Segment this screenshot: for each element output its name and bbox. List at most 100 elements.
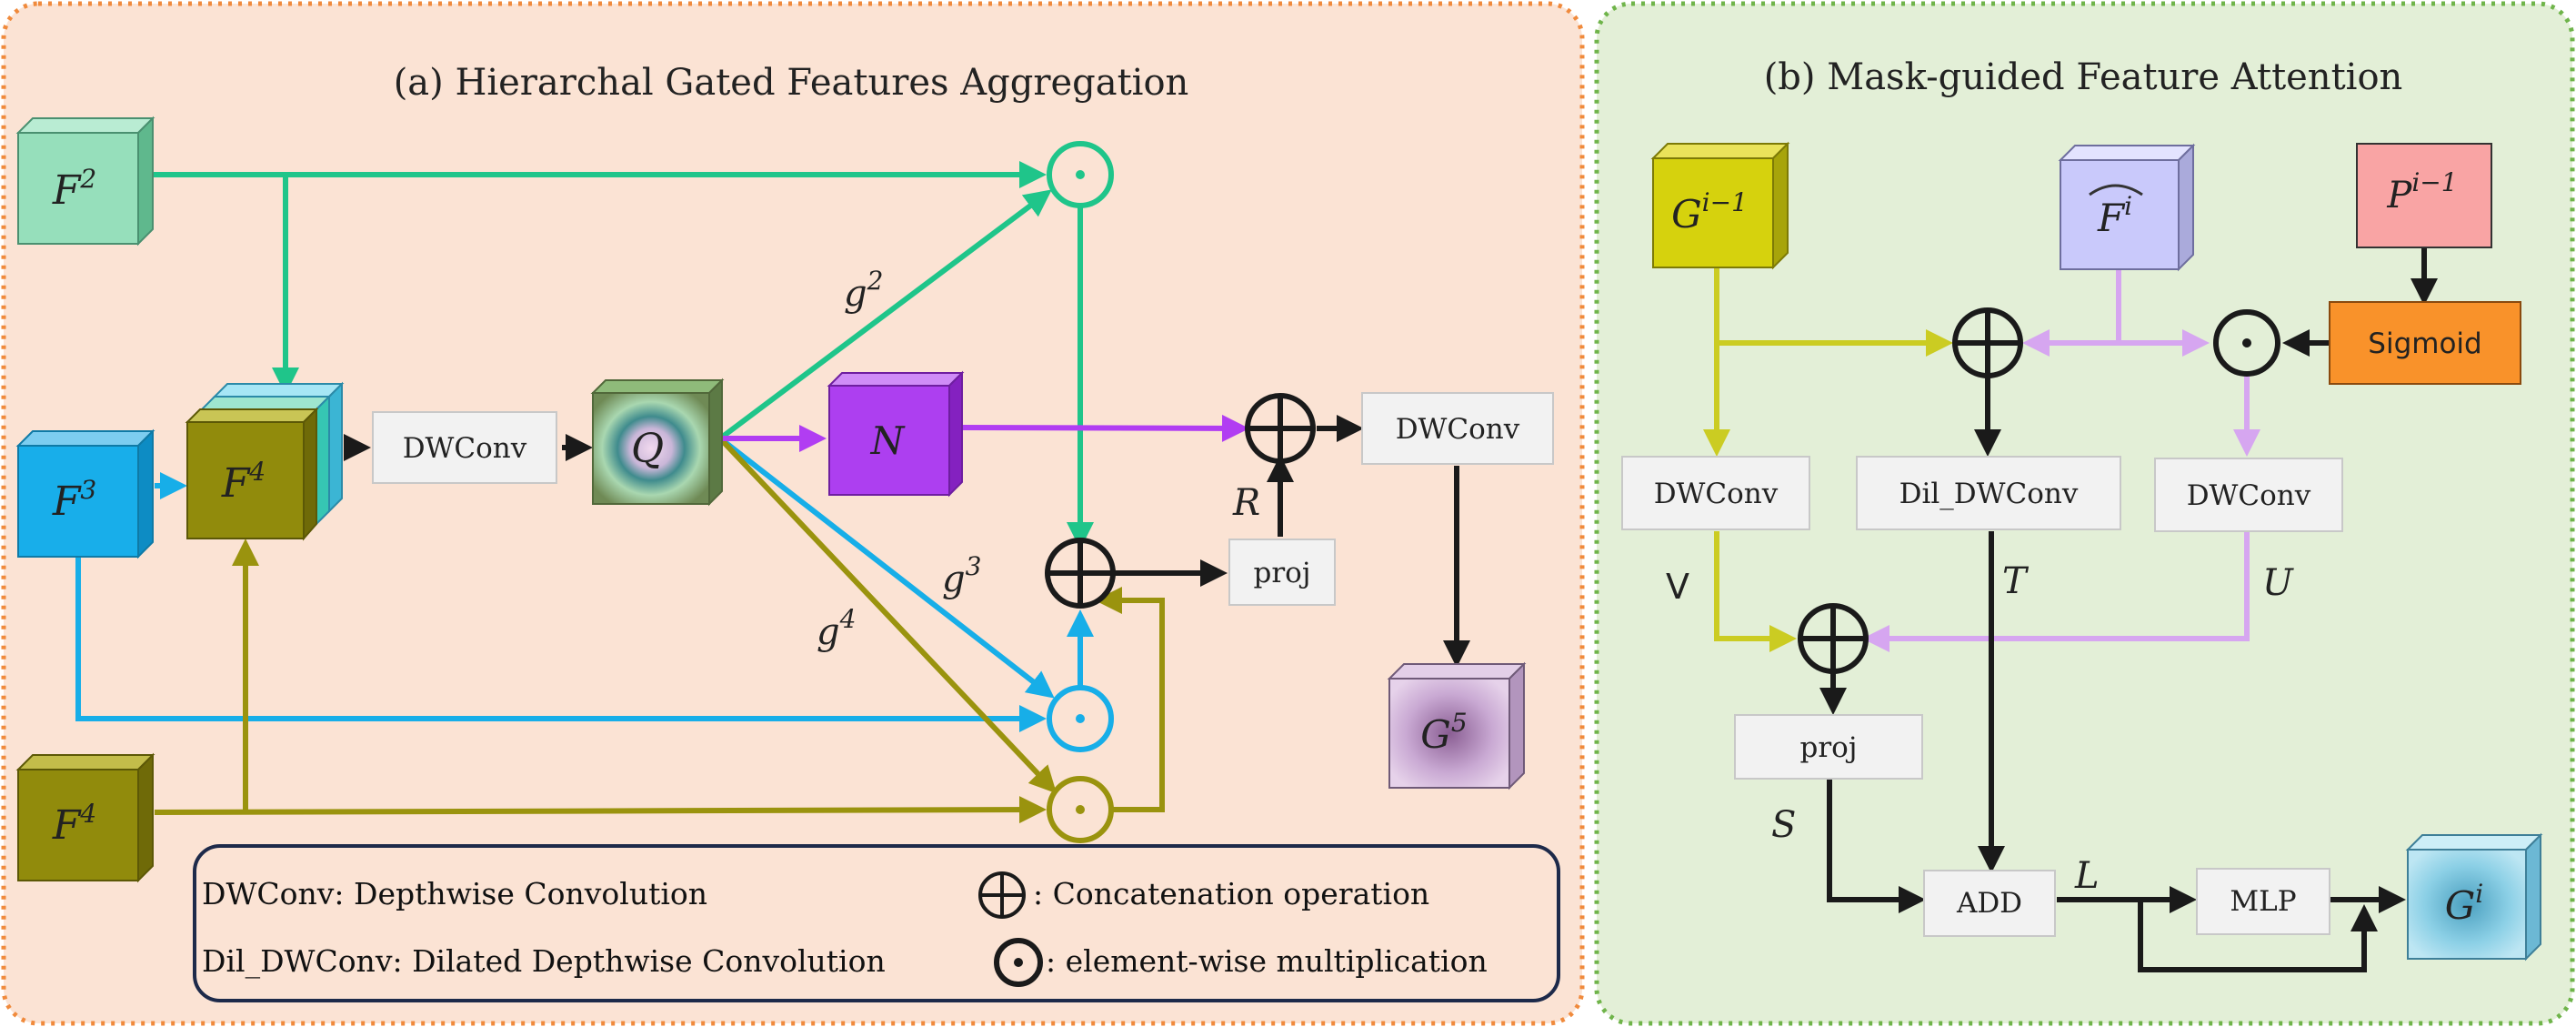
panel-b-title: (b) Mask-guided Feature Attention [1764, 56, 2403, 98]
dwconv-box-b-right-label: DWConv [2187, 479, 2311, 512]
svg-text:g3: g3 [942, 551, 981, 600]
mult-op-b [2213, 309, 2280, 377]
legend-dil-dwconv: Dil_DWConv: Dilated Depthwise Convolutio… [202, 943, 886, 980]
dwconv-box-b-left-label: DWConv [1654, 478, 1779, 510]
hat-accent-icon [2089, 184, 2143, 196]
dwconv-box-2-label: DWConv [1396, 413, 1520, 446]
concat-op-b-low [1798, 603, 1869, 674]
f2-label: F [52, 167, 82, 214]
g5-label: G [1420, 712, 1451, 757]
p-prev-sup: i−1 [2411, 167, 2457, 197]
svg-text:G5: G5 [1420, 708, 1467, 757]
g3-edge-sup: 3 [966, 551, 982, 581]
g3-edge-label: g [942, 559, 966, 600]
t-edge-label: T [2002, 560, 2030, 602]
black-paths-a [344, 415, 1470, 668]
f3-sup: 3 [80, 475, 96, 505]
v-edge-label: V [1666, 567, 1689, 607]
legend-mult-text: : element-wise multiplication [1046, 943, 1488, 979]
g4-edge-label: g [817, 611, 840, 653]
panel-a-title: (a) Hierarchal Gated Features Aggregatio… [394, 62, 1189, 104]
blue-path-f3 [75, 436, 1094, 732]
g4-edge-sup: 4 [839, 604, 857, 634]
svg-text:Pi−1: Pi−1 [2386, 167, 2457, 216]
olive-path-f4 [154, 436, 1165, 824]
legend-box: DWConv: Depthwise Convolution Dil_DWConv… [193, 844, 1560, 1002]
r-edge-label: R [1232, 482, 1260, 524]
mlp-label: MLP [2230, 885, 2296, 918]
svg-text:Fi: Fi [2097, 191, 2132, 240]
svg-text:F4: F4 [52, 799, 96, 849]
g-prev-sup: i−1 [1702, 187, 1748, 217]
g2-edge-label: g [844, 273, 867, 315]
f4-sup: 4 [79, 799, 96, 829]
f2-cube: F2 [15, 116, 155, 247]
yellow-path-g-prev [1703, 267, 1953, 652]
f3-label: F [52, 478, 82, 525]
dwconv-box-b-right: DWConv [2154, 458, 2343, 532]
concat-op-mid [1045, 538, 1116, 609]
mult-op-green [1047, 141, 1114, 208]
add-label: ADD [1956, 887, 2022, 920]
g5-cube: G5 [1387, 661, 1527, 790]
n-cube: N [827, 370, 965, 498]
g5-sup: 5 [1451, 708, 1468, 738]
svg-text:g2: g2 [844, 266, 883, 315]
proj-box-a: proj [1228, 539, 1336, 606]
q-label: Q [631, 426, 664, 472]
p-prev-label: P [2386, 175, 2412, 216]
concat-op-b-top [1952, 307, 2023, 378]
dwconv-box-1-label: DWConv [403, 432, 527, 465]
legend-dwconv: DWConv: Depthwise Convolution [202, 876, 707, 911]
svg-text:g4: g4 [817, 604, 856, 653]
dwconv-box-1: DWConv [372, 411, 557, 484]
svg-text:Gi: Gi [2445, 879, 2484, 928]
svg-text:F2: F2 [52, 164, 96, 214]
proj-box-a-label: proj [1254, 557, 1311, 589]
mult-op-olive [1047, 776, 1114, 843]
proj-box-b: proj [1734, 714, 1923, 780]
g2-edge-sup: 2 [867, 266, 884, 296]
g-out-sup: i [2475, 879, 2483, 909]
f4-label: F [52, 802, 82, 849]
sigmoid-box: Sigmoid [2329, 301, 2521, 385]
mlp-box: MLP [2196, 868, 2330, 935]
mult-op-blue [1047, 685, 1114, 752]
legend-concat-icon [978, 871, 1026, 919]
g-out-label: G [2445, 883, 2476, 928]
s-edge-label: S [1771, 804, 1796, 846]
u-edge-label: U [2262, 562, 2294, 604]
dwconv-box-2: DWConv [1361, 392, 1554, 465]
dwconv-box-b-left: DWConv [1621, 456, 1810, 530]
f4-stack-label: F [221, 460, 251, 507]
f4-stack-sup: 4 [248, 457, 266, 487]
f4-cube: F4 [15, 752, 155, 883]
dil-dwconv-box: Dil_DWConv [1856, 456, 2121, 530]
l-edge-label: L [2074, 855, 2100, 897]
dil-dwconv-label: Dil_DWConv [1899, 478, 2079, 510]
legend-mult-icon [994, 938, 1043, 987]
sigmoid-label: Sigmoid [2368, 327, 2481, 360]
g-prev-cube: Gi−1 [1650, 141, 1790, 270]
f2-sup: 2 [79, 164, 96, 194]
f-hat-cube: Fi [2058, 143, 2196, 272]
add-box: ADD [1923, 870, 2056, 937]
svg-text:F3: F3 [52, 475, 96, 525]
f4-stack-cube: F4 [185, 381, 345, 541]
svg-text:F4: F4 [221, 457, 266, 507]
f-hat-label: F [2097, 196, 2126, 240]
green-path-f2 [153, 161, 1094, 549]
n-label: N [870, 418, 906, 463]
proj-box-b-label: proj [1800, 731, 1858, 764]
black-paths-b [1819, 247, 2438, 972]
f3-cube: F3 [15, 428, 155, 559]
g-out-cube: Gi [2405, 832, 2543, 962]
g-prev-label: G [1671, 192, 1702, 237]
p-prev-box: Pi−1 [2356, 143, 2492, 248]
f-hat-sup: i [2124, 191, 2132, 221]
concat-op-top [1245, 393, 1316, 464]
q-cube: Q [590, 378, 725, 507]
svg-text:Gi−1: Gi−1 [1671, 187, 1748, 237]
legend-concat-text: : Concatenation operation [1033, 876, 1429, 911]
